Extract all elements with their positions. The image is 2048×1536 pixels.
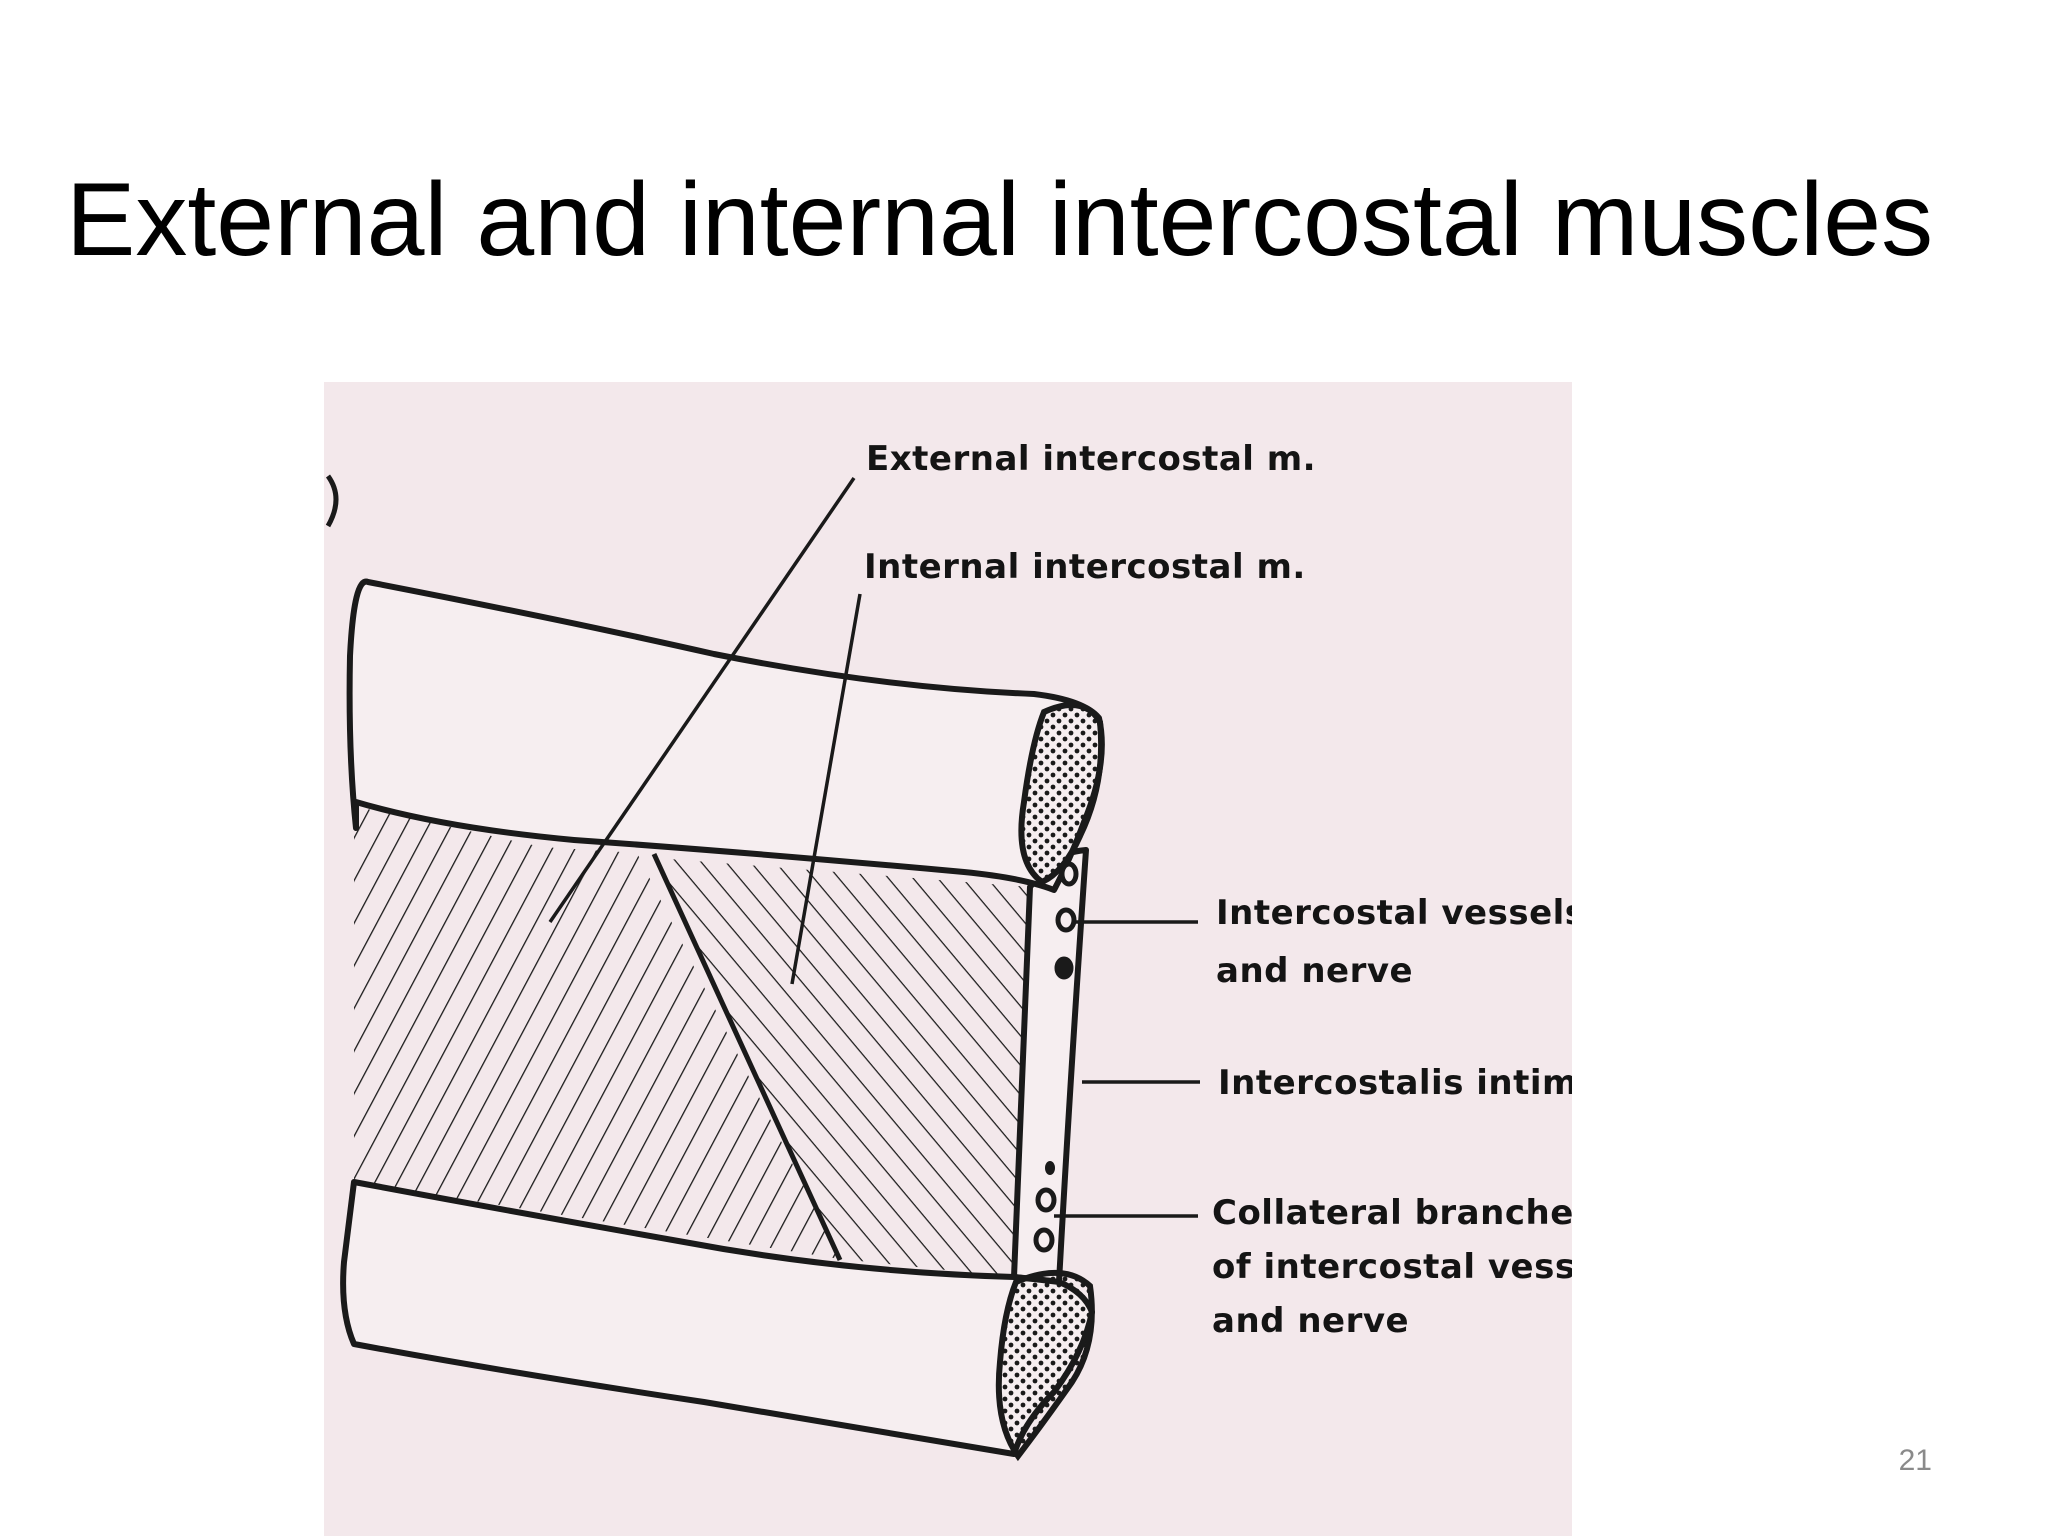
label-vessels-nerve-line1: Intercostal vessels (1216, 893, 1572, 933)
slide-title: External and internal intercostal muscle… (66, 162, 1934, 278)
label-collateral-line3: and nerve (1212, 1301, 1409, 1341)
page-number: 21 (1898, 1444, 1932, 1477)
label-collateral-line2: of intercostal vessels (1212, 1247, 1572, 1287)
intercostal-vein (1059, 861, 1079, 887)
muscle-boundary (651, 852, 843, 1262)
intercostal-diagram: External intercostal m. Internal interco… (324, 382, 1572, 1536)
label-intercostalis-intimi: Intercostalis intimi (1218, 1063, 1572, 1103)
collateral-vessel-3 (1033, 1227, 1055, 1253)
external-intercostal-muscle (354, 806, 840, 1259)
label-vessels-nerve-line2: and nerve (1216, 951, 1413, 991)
leader-internal (790, 593, 862, 985)
diagram-svg: External intercostal m. Internal interco… (324, 382, 1572, 1536)
internal-intercostal-muscle (656, 858, 1030, 1277)
label-external-intercostal: External intercostal m. (866, 439, 1316, 479)
edge-bracket (325, 474, 339, 528)
intercostal-nerve (1054, 956, 1074, 980)
label-internal-intercostal: Internal intercostal m. (864, 547, 1306, 587)
collateral-vessel-1 (1045, 1161, 1055, 1175)
label-collateral-line1: Collateral branches (1212, 1193, 1572, 1233)
leader-external (548, 477, 856, 923)
intercostal-artery (1055, 907, 1077, 933)
collateral-vessel-2 (1035, 1187, 1057, 1213)
lower-rib-cross-section (995, 1270, 1095, 1462)
